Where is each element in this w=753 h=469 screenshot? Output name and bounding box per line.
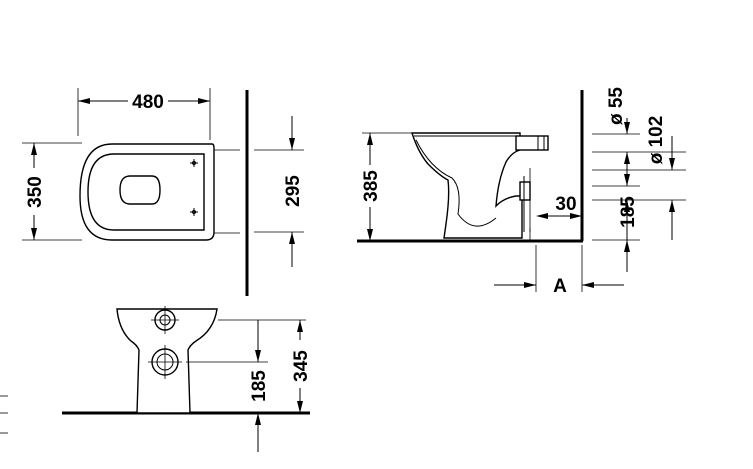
fixing-hole-icon <box>190 159 198 167</box>
fixing-hole-icon <box>190 208 198 216</box>
inlet-collar <box>515 135 549 151</box>
bowl-outline-side <box>411 132 523 239</box>
drain-opening-top <box>119 175 161 205</box>
top-view: 480 350 295 <box>22 88 304 296</box>
dimension-a: A <box>553 276 567 297</box>
inlet-hole-icon <box>151 306 179 334</box>
outlet-hole-icon <box>148 345 182 379</box>
dimension-diameter-102: ø 102 <box>646 116 667 165</box>
dimension-345: 345 <box>291 350 312 382</box>
dimension-295: 295 <box>283 175 304 207</box>
dimension-185-front: 185 <box>249 370 270 402</box>
outlet <box>519 181 531 201</box>
side-view: 385 30 A ø 55 185 <box>357 87 686 297</box>
dimension-diameter-55: ø 55 <box>606 87 627 125</box>
dimension-385: 385 <box>361 170 382 202</box>
dimension-480: 480 <box>132 92 164 113</box>
dimension-350: 350 <box>25 176 46 208</box>
dimension-185-side: 185 <box>618 196 639 228</box>
dimension-30: 30 <box>555 194 576 215</box>
front-view: 185 345 <box>0 306 312 452</box>
